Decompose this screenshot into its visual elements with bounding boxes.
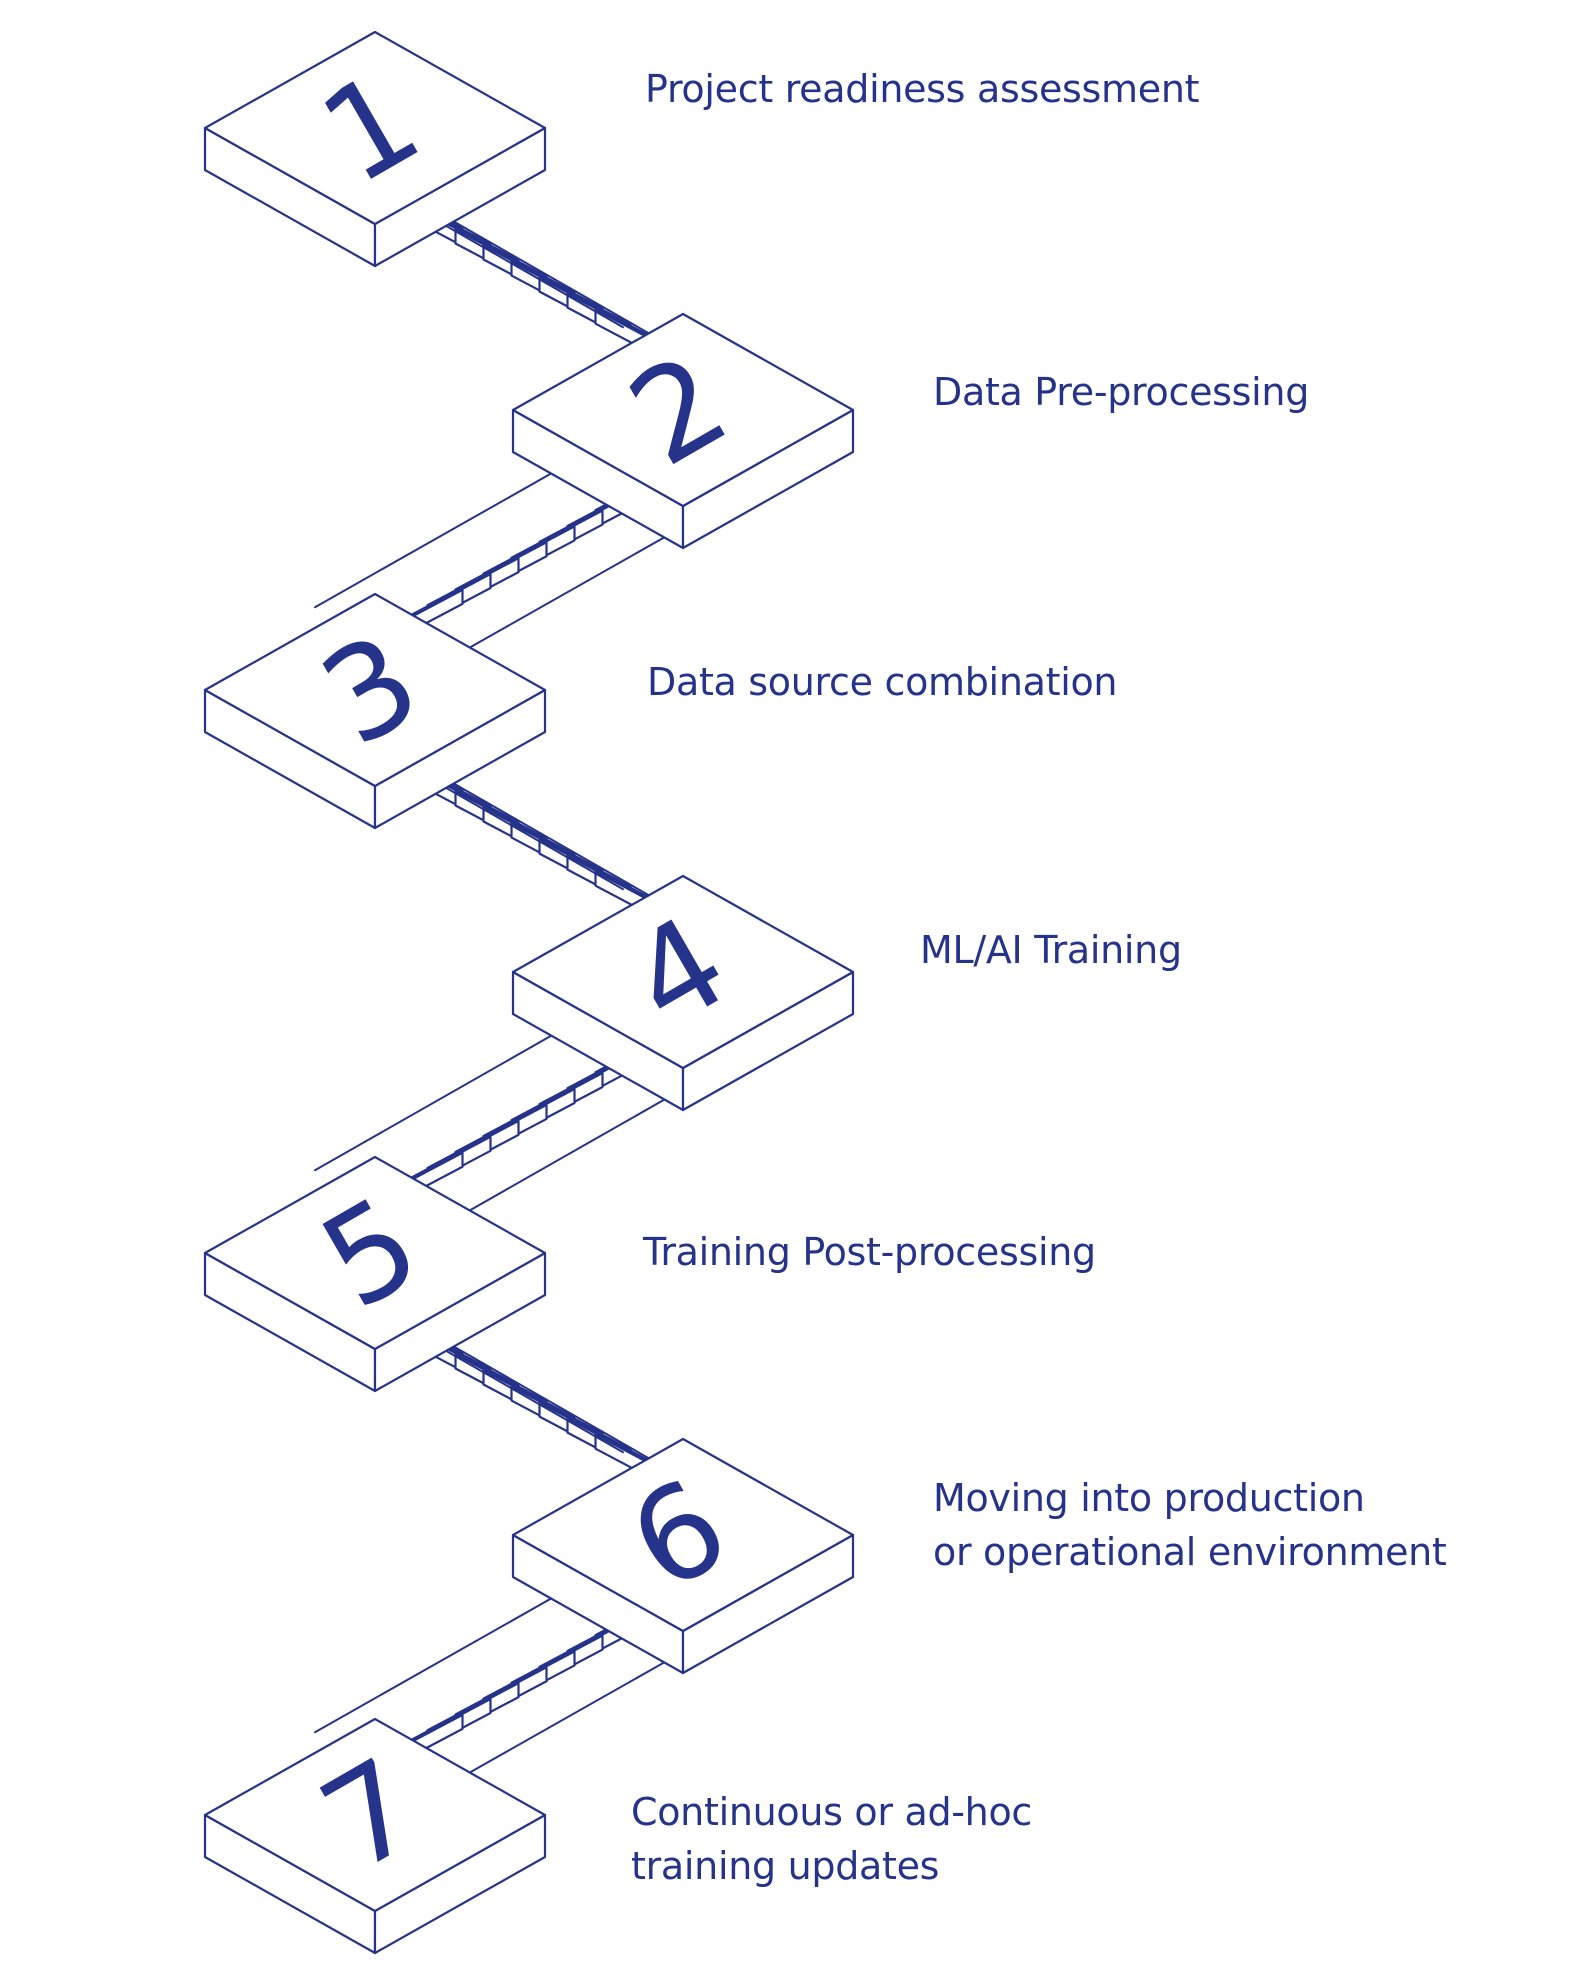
step-block-5: 5: [203, 1155, 547, 1393]
block-top-face: [511, 874, 855, 1070]
step-label-3: Data source combination: [647, 655, 1117, 709]
step-label-1-line-1: Project readiness assessment: [645, 67, 1200, 111]
step-label-7: Continuous or ad-hoc training updates: [631, 1785, 1032, 1893]
block-top-face: [511, 312, 855, 508]
step-label-2-line-1: Data Pre-processing: [933, 370, 1310, 414]
step-block-7: 7: [203, 1717, 547, 1955]
block-top-face: [203, 1717, 547, 1913]
step-block-4: 4: [511, 874, 855, 1112]
step-label-6-line-2: or operational environment: [933, 1530, 1447, 1574]
step-block-2: 2: [511, 312, 855, 550]
step-label-5-line-1: Training Post-processing: [643, 1230, 1096, 1274]
step-block-3: 3: [203, 592, 547, 830]
step-label-4-line-1: ML/AI Training: [920, 928, 1182, 972]
step-label-1: Project readiness assessment: [645, 62, 1200, 116]
step-block-6: 6: [511, 1437, 855, 1675]
step-label-4: ML/AI Training: [920, 923, 1182, 977]
block-top-face: [203, 592, 547, 788]
block-top-face: [203, 30, 547, 226]
step-label-2: Data Pre-processing: [933, 365, 1309, 419]
step-label-5: Training Post-processing: [643, 1225, 1096, 1279]
step-label-6-line-1: Moving into production: [933, 1476, 1365, 1520]
block-top-face: [203, 1155, 547, 1351]
block-top-face: [511, 1437, 855, 1633]
step-label-3-line-1: Data source combination: [647, 660, 1118, 704]
step-label-7-line-2: training updates: [631, 1844, 940, 1888]
step-label-6: Moving into production or operational en…: [933, 1471, 1447, 1579]
step-blocks: 1 2 3 4 5 6 7: [203, 30, 855, 1955]
step-block-1: 1: [203, 30, 547, 268]
step-label-7-line-1: Continuous or ad-hoc: [631, 1790, 1032, 1834]
